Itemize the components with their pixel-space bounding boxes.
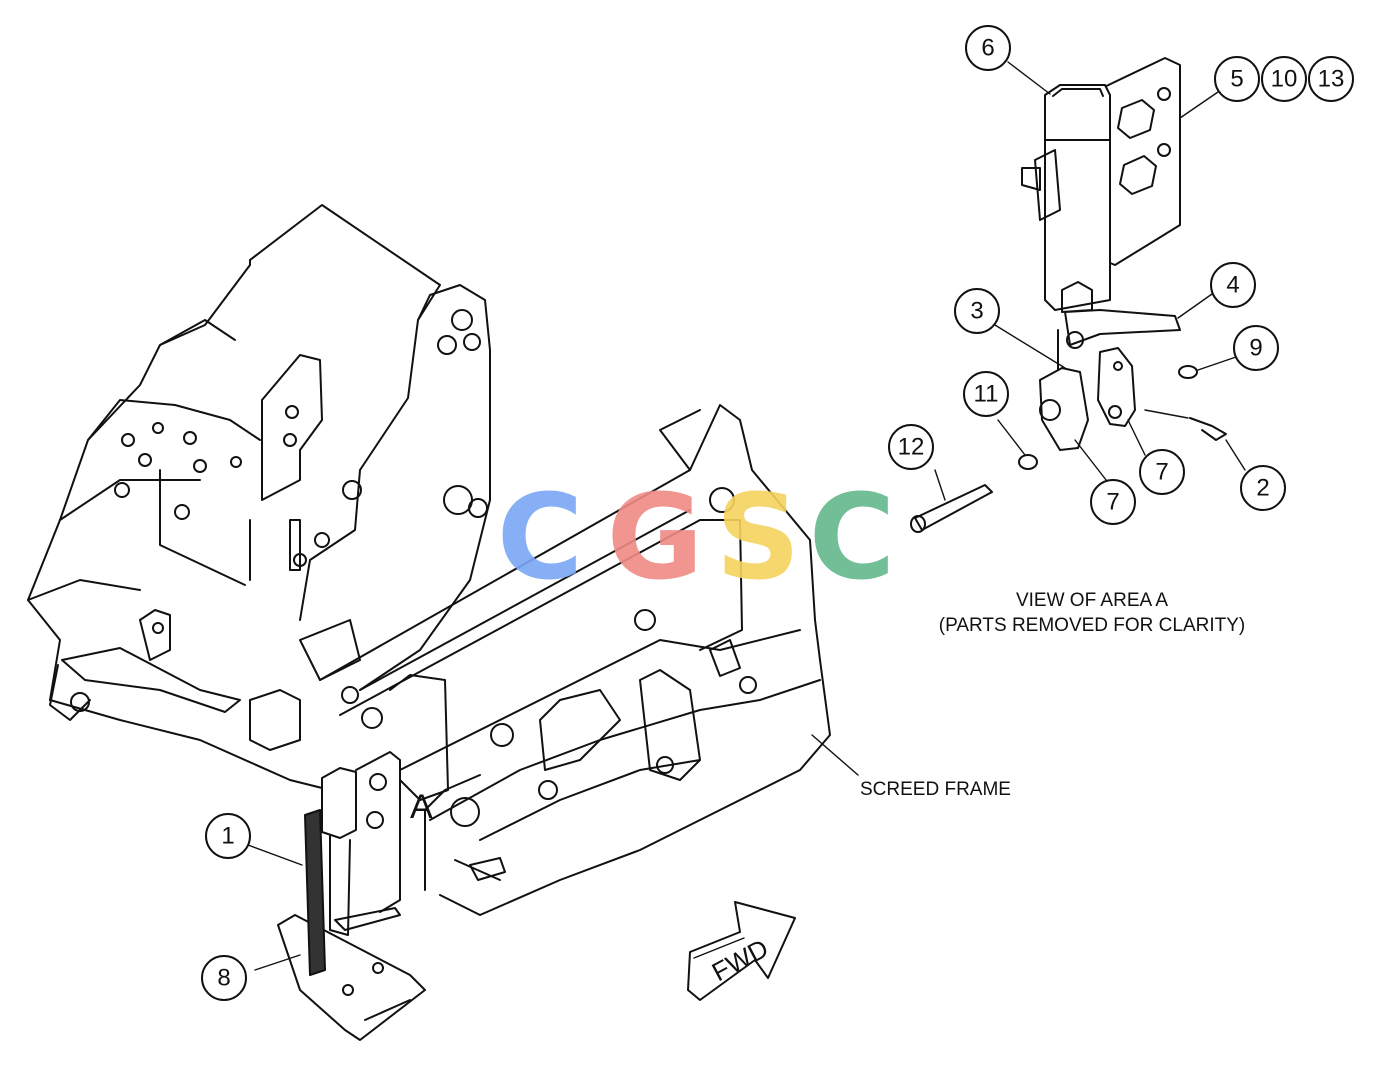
screed-frame-label: SCREED FRAME bbox=[860, 779, 1011, 800]
callout-5: 5 bbox=[1214, 56, 1260, 102]
view-title: VIEW OF AREA A bbox=[1016, 590, 1168, 611]
svg-text:7: 7 bbox=[1155, 459, 1168, 486]
callout-2: 2 bbox=[1240, 465, 1286, 511]
area-a-label: A bbox=[410, 788, 433, 826]
callout-10: 10 bbox=[1261, 56, 1307, 102]
svg-text:12: 12 bbox=[898, 434, 925, 461]
area-a-exploded-view bbox=[910, 57, 1246, 533]
svg-text:4: 4 bbox=[1226, 272, 1239, 299]
watermark-letter-s: S bbox=[716, 468, 801, 606]
callout-1: 1 bbox=[205, 813, 251, 859]
svg-text:10: 10 bbox=[1271, 66, 1298, 93]
svg-text:6: 6 bbox=[981, 35, 994, 62]
svg-text:11: 11 bbox=[974, 381, 999, 408]
watermark-letter-g: G bbox=[607, 468, 704, 606]
cgsc-watermark: C G S C bbox=[497, 468, 896, 606]
svg-text:9: 9 bbox=[1249, 335, 1262, 362]
callout-13: 13 bbox=[1308, 56, 1354, 102]
callout-11: 11 bbox=[963, 371, 1009, 417]
watermark-letter-c2: C bbox=[809, 468, 896, 606]
watermark-letter-c1: C bbox=[497, 468, 584, 606]
callout-3: 3 bbox=[954, 288, 1000, 334]
callout-8: 8 bbox=[201, 955, 247, 1001]
svg-text:7: 7 bbox=[1106, 489, 1119, 516]
callout-7a: 7 bbox=[1139, 449, 1185, 495]
machine-frame-drawing bbox=[27, 204, 859, 1041]
svg-text:13: 13 bbox=[1318, 66, 1345, 93]
callout-9: 9 bbox=[1233, 325, 1279, 371]
svg-text:3: 3 bbox=[970, 298, 983, 325]
svg-text:5: 5 bbox=[1230, 66, 1243, 93]
svg-text:8: 8 bbox=[217, 965, 230, 992]
callout-6: 6 bbox=[965, 25, 1011, 71]
svg-text:2: 2 bbox=[1256, 475, 1269, 502]
fwd-arrow: FWD bbox=[687, 901, 796, 1001]
view-subtitle: (PARTS REMOVED FOR CLARITY) bbox=[939, 615, 1246, 636]
callout-7b: 7 bbox=[1090, 479, 1136, 525]
svg-text:1: 1 bbox=[221, 823, 234, 850]
callout-12: 12 bbox=[888, 424, 934, 470]
callout-4: 4 bbox=[1210, 262, 1256, 308]
